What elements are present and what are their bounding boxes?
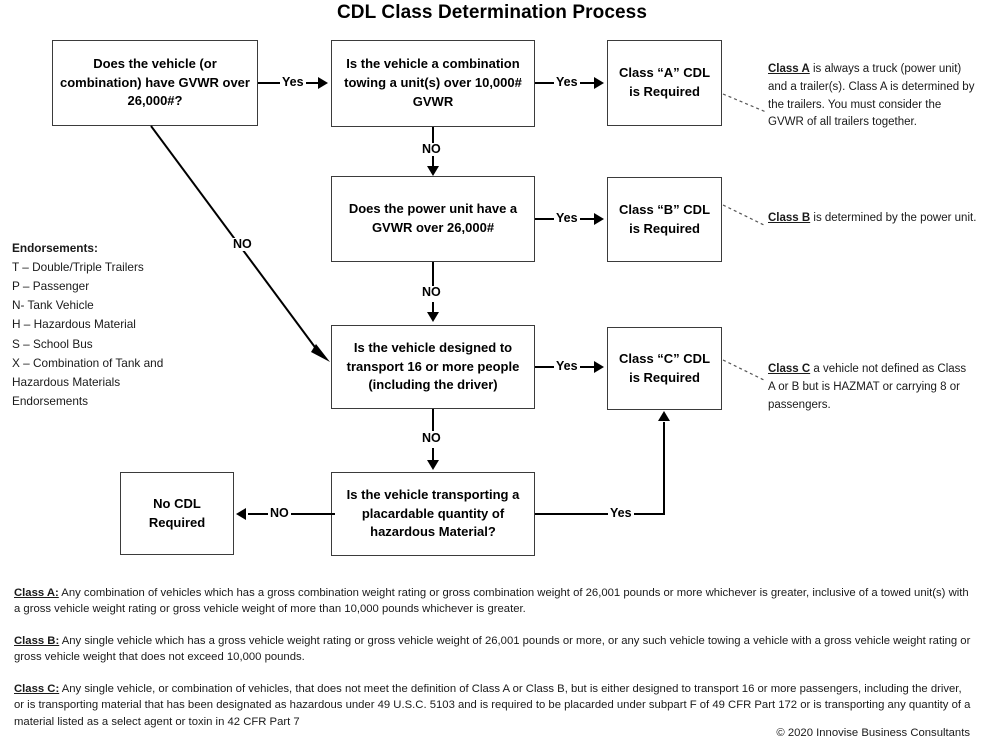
endorsement-item: H – Hazardous Material — [12, 317, 136, 332]
result-box-class-c-label: Class “C” CDL is Required — [618, 350, 711, 385]
decision-box-combination-towing[interactable]: Is the vehicle a combination towing a un… — [331, 40, 535, 127]
edge-label-yes-1: Yes — [280, 75, 306, 89]
connector-power-unit-no-bottom — [432, 302, 434, 313]
decision-box-power-unit-gvwr[interactable]: Does the power unit have a GVWR over 26,… — [331, 176, 535, 262]
footnote-class-b: Class B: Any single vehicle which has a … — [14, 633, 972, 666]
annotation-class-c: Class C a vehicle not defined as Class A… — [768, 361, 968, 414]
connector-hazmat-to-no-cdl — [248, 513, 335, 515]
decision-box-combination-towing-label: Is the vehicle a combination towing a un… — [344, 56, 522, 109]
result-box-no-cdl-label: No CDL Required — [148, 495, 206, 530]
decision-box-sixteen-people-label: Is the vehicle designed to transport 16 … — [346, 339, 520, 393]
result-box-class-a[interactable]: Class “A” CDL is Required — [607, 40, 722, 126]
footnote-class-c-text: Any single vehicle, or combination of ve… — [14, 683, 971, 728]
arrowhead-power-unit-to-sixteen-people — [427, 312, 439, 322]
leader-line-class-a-note — [722, 93, 767, 113]
annotation-class-b-text: is determined by the power unit. — [810, 212, 977, 224]
edge-label-no-5: NO — [231, 237, 254, 251]
footnote-class-b-lead: Class B: — [14, 635, 60, 647]
annotation-class-b-lead: Class B — [768, 212, 811, 224]
arrowhead-gvwr-to-sixteen-people — [311, 344, 330, 362]
decision-box-power-unit-gvwr-label: Does the power unit have a GVWR over 26,… — [348, 201, 518, 235]
arrowhead-hazmat-to-class-c — [658, 411, 670, 421]
endorsement-item: P – Passenger — [12, 279, 90, 294]
result-box-no-cdl[interactable]: No CDL Required — [120, 472, 234, 555]
edge-label-no-4: NO — [268, 506, 291, 520]
decision-box-gvwr-over-26000[interactable]: Does the vehicle (or combination) have G… — [52, 40, 258, 126]
arrowhead-combination-to-class-a — [594, 77, 604, 89]
connector-combination-no-bottom — [432, 159, 434, 168]
result-box-class-a-label: Class “A” CDL is Required — [618, 65, 711, 99]
edge-label-no-3: NO — [420, 431, 443, 445]
footnote-class-b-text: Any single vehicle which has a gross veh… — [14, 635, 971, 664]
annotation-class-a-lead: Class A — [768, 63, 810, 75]
arrowhead-sixteen-people-to-class-c — [594, 361, 604, 373]
endorsements-header: Endorsements: — [12, 241, 98, 255]
leader-line-class-b-note — [722, 204, 767, 227]
decision-box-gvwr-over-26000-label: Does the vehicle (or combination) have G… — [60, 55, 250, 109]
result-box-class-b[interactable]: Class “B” CDL is Required — [607, 177, 722, 262]
leader-line-class-c-note — [722, 359, 767, 382]
decision-box-sixteen-people[interactable]: Is the vehicle designed to transport 16 … — [331, 325, 535, 409]
annotation-class-c-text: a vehicle not defined as Class A or B bu… — [768, 363, 967, 411]
connector-sixteen-people-no-top — [432, 409, 434, 431]
footnote-class-c: Class C: Any single vehicle, or combinat… — [14, 681, 972, 730]
endorsement-item: Hazardous Materials — [12, 374, 121, 389]
result-box-class-b-label: Class “B” CDL is Required — [618, 201, 711, 236]
edge-label-no-2: NO — [420, 285, 443, 299]
result-box-class-c[interactable]: Class “C” CDL is Required — [607, 327, 722, 410]
footnote-class-a: Class A: Any combination of vehicles whi… — [14, 585, 972, 618]
endorsement-item: Endorsements — [12, 393, 89, 408]
endorsement-item: N- Tank Vehicle — [12, 298, 94, 313]
endorsements-legend: Endorsements: T – Double/Triple Trailers… — [12, 239, 212, 411]
copyright-notice: © 2020 Innovise Business Consultants — [776, 727, 970, 739]
connector-hazmat-yes-horizontal — [535, 513, 665, 515]
page-title: CDL Class Determination Process — [336, 2, 648, 23]
edge-label-yes-4: Yes — [554, 359, 580, 373]
edge-label-yes-2: Yes — [554, 75, 580, 89]
decision-box-hazmat-placardable[interactable]: Is the vehicle transporting a placardabl… — [331, 472, 535, 556]
edge-label-no-1: NO — [420, 142, 443, 156]
endorsement-item: T – Double/Triple Trailers — [12, 260, 144, 275]
decision-box-hazmat-placardable-label: Is the vehicle transporting a placardabl… — [346, 486, 520, 540]
edge-label-yes-5: Yes — [608, 506, 634, 520]
connector-power-unit-no-top — [432, 262, 434, 290]
annotation-class-b: Class B is determined by the power unit. — [768, 210, 980, 228]
arrowhead-power-unit-to-class-b — [594, 213, 604, 225]
connector-sixteen-people-no-bottom — [432, 448, 434, 462]
footnote-class-a-text: Any combination of vehicles which has a … — [14, 587, 969, 616]
endorsement-item: S – School Bus — [12, 336, 93, 351]
annotation-class-a-text: is always a truck (power unit) and a tra… — [768, 63, 975, 129]
footnote-class-a-lead: Class A: — [14, 587, 59, 599]
annotation-class-c-lead: Class C — [768, 363, 811, 375]
annotation-class-a: Class A is always a truck (power unit) a… — [768, 61, 980, 132]
footnote-class-c-lead: Class C: — [14, 683, 60, 695]
arrowhead-hazmat-to-no-cdl — [236, 508, 246, 520]
arrowhead-combination-to-power-unit — [427, 166, 439, 176]
edge-label-yes-3: Yes — [554, 211, 580, 225]
endorsement-item: X – Combination of Tank and — [12, 355, 164, 370]
connector-hazmat-yes-vertical — [663, 422, 665, 514]
arrowhead-sixteen-people-to-hazmat — [427, 460, 439, 470]
arrowhead-gvwr-to-combination — [318, 77, 328, 89]
